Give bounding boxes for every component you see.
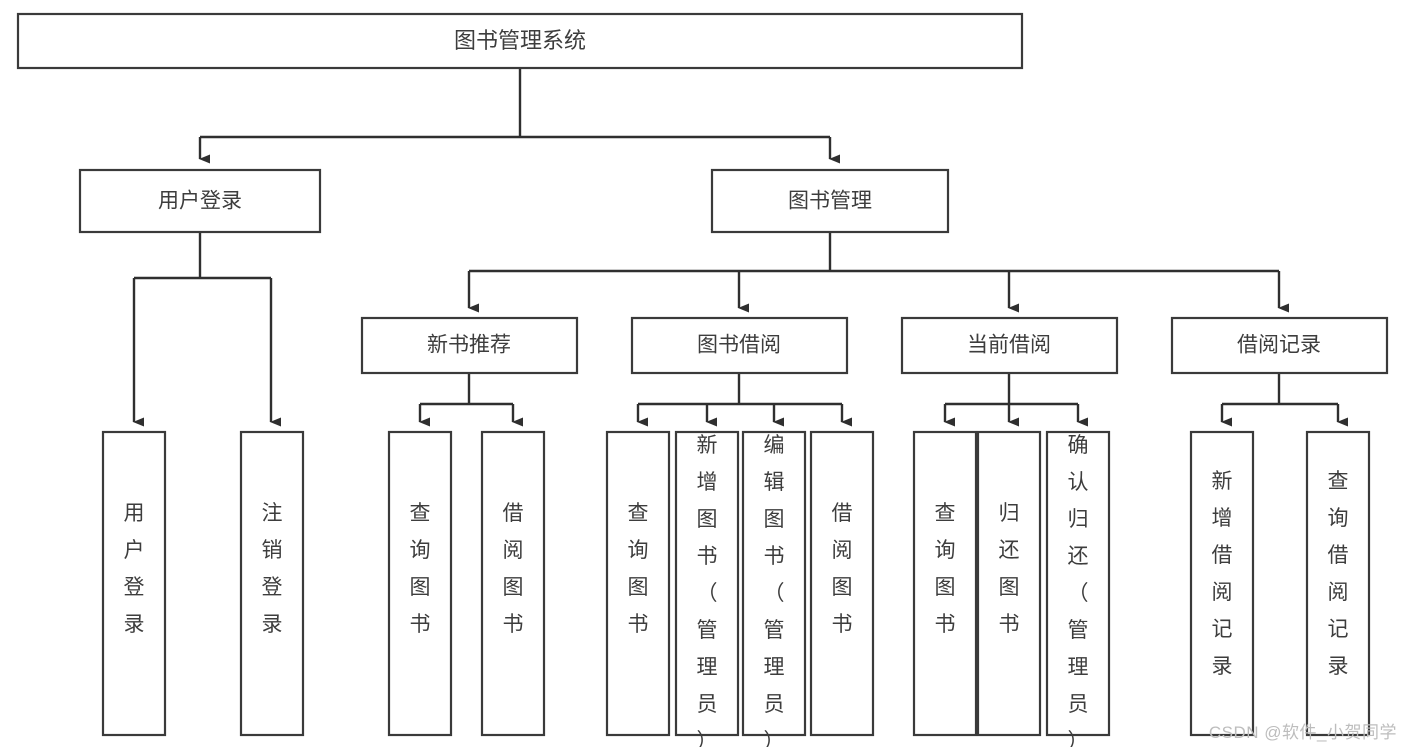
node-borrow-record[interactable]: 借阅记录 [1170, 316, 1389, 375]
leaf-return-book-label: 归还图书 [999, 502, 1020, 636]
connectors-borrowrecord-to-leaves [1220, 373, 1348, 427]
connectors-newbook-to-leaves [418, 373, 523, 427]
leaf-edit-book-admin[interactable]: 编辑图书（管理员） [741, 430, 807, 747]
node-current-borrow[interactable]: 当前借阅 [900, 316, 1119, 375]
node-root-label: 图书管理系统 [454, 28, 586, 53]
connectors-bookmgmt-to-level3 [467, 232, 1289, 313]
leaf-query-book-recommend-label: 查询图书 [410, 502, 431, 636]
leaf-borrow-book-recommend-label: 借阅图书 [503, 502, 524, 636]
node-new-book-recommend-label: 新书推荐 [427, 334, 511, 357]
leaf-edit-book-admin-label: 编辑图书（管理员） [764, 434, 785, 747]
leaf-query-book-current-label: 查询图书 [935, 502, 956, 636]
leaf-query-book-borrow[interactable]: 查询图书 [605, 430, 671, 737]
node-book-borrow-label: 图书借阅 [697, 334, 781, 357]
leaf-logout[interactable]: 注销登录 [239, 430, 305, 737]
leaf-query-book-borrow-label: 查询图书 [628, 502, 649, 636]
leaf-borrow-book-label: 借阅图书 [832, 502, 853, 636]
leaf-return-book[interactable]: 归还图书 [976, 430, 1042, 737]
leaf-confirm-return-admin-label: 确认归还（管理员） [1068, 434, 1089, 747]
leaf-add-book-admin-label: 新增图书（管理员） [697, 434, 718, 747]
leaf-confirm-return-admin[interactable]: 确认归还（管理员） [1045, 430, 1111, 747]
node-new-book-recommend[interactable]: 新书推荐 [360, 316, 579, 375]
node-root-system[interactable]: 图书管理系统 [16, 12, 1024, 70]
node-book-borrow[interactable]: 图书借阅 [630, 316, 849, 375]
node-book-management[interactable]: 图书管理 [710, 168, 950, 234]
leaf-borrow-book-recommend[interactable]: 借阅图书 [480, 430, 546, 737]
node-book-management-label: 图书管理 [788, 190, 872, 213]
leaf-query-book-current[interactable]: 查询图书 [912, 430, 978, 737]
leaf-add-borrow-record[interactable]: 新增借阅记录 [1189, 430, 1255, 737]
leaf-add-borrow-record-label: 新增借阅记录 [1212, 470, 1233, 678]
leaf-borrow-book[interactable]: 借阅图书 [809, 430, 875, 737]
connectors-currentborrow-to-leaves [943, 373, 1088, 427]
node-current-borrow-label: 当前借阅 [967, 334, 1051, 357]
leaf-query-book-recommend[interactable]: 查询图书 [387, 430, 453, 737]
connectors-root-to-level2 [198, 68, 840, 164]
leaf-logout-label: 注销登录 [262, 502, 283, 636]
leaf-user-login-label: 用户登录 [124, 502, 145, 636]
connectors-bookborrow-to-leaves [636, 373, 852, 427]
node-user-login[interactable]: 用户登录 [78, 168, 322, 234]
node-user-login-label: 用户登录 [158, 190, 242, 213]
leaf-query-borrow-record-label: 查询借阅记录 [1328, 470, 1349, 678]
leaf-query-borrow-record[interactable]: 查询借阅记录 [1305, 430, 1371, 737]
leaf-add-book-admin[interactable]: 新增图书（管理员） [674, 430, 740, 747]
node-borrow-record-label: 借阅记录 [1237, 334, 1321, 357]
connectors-userlogin-to-leaves [132, 232, 281, 427]
leaf-user-login[interactable]: 用户登录 [101, 430, 167, 737]
